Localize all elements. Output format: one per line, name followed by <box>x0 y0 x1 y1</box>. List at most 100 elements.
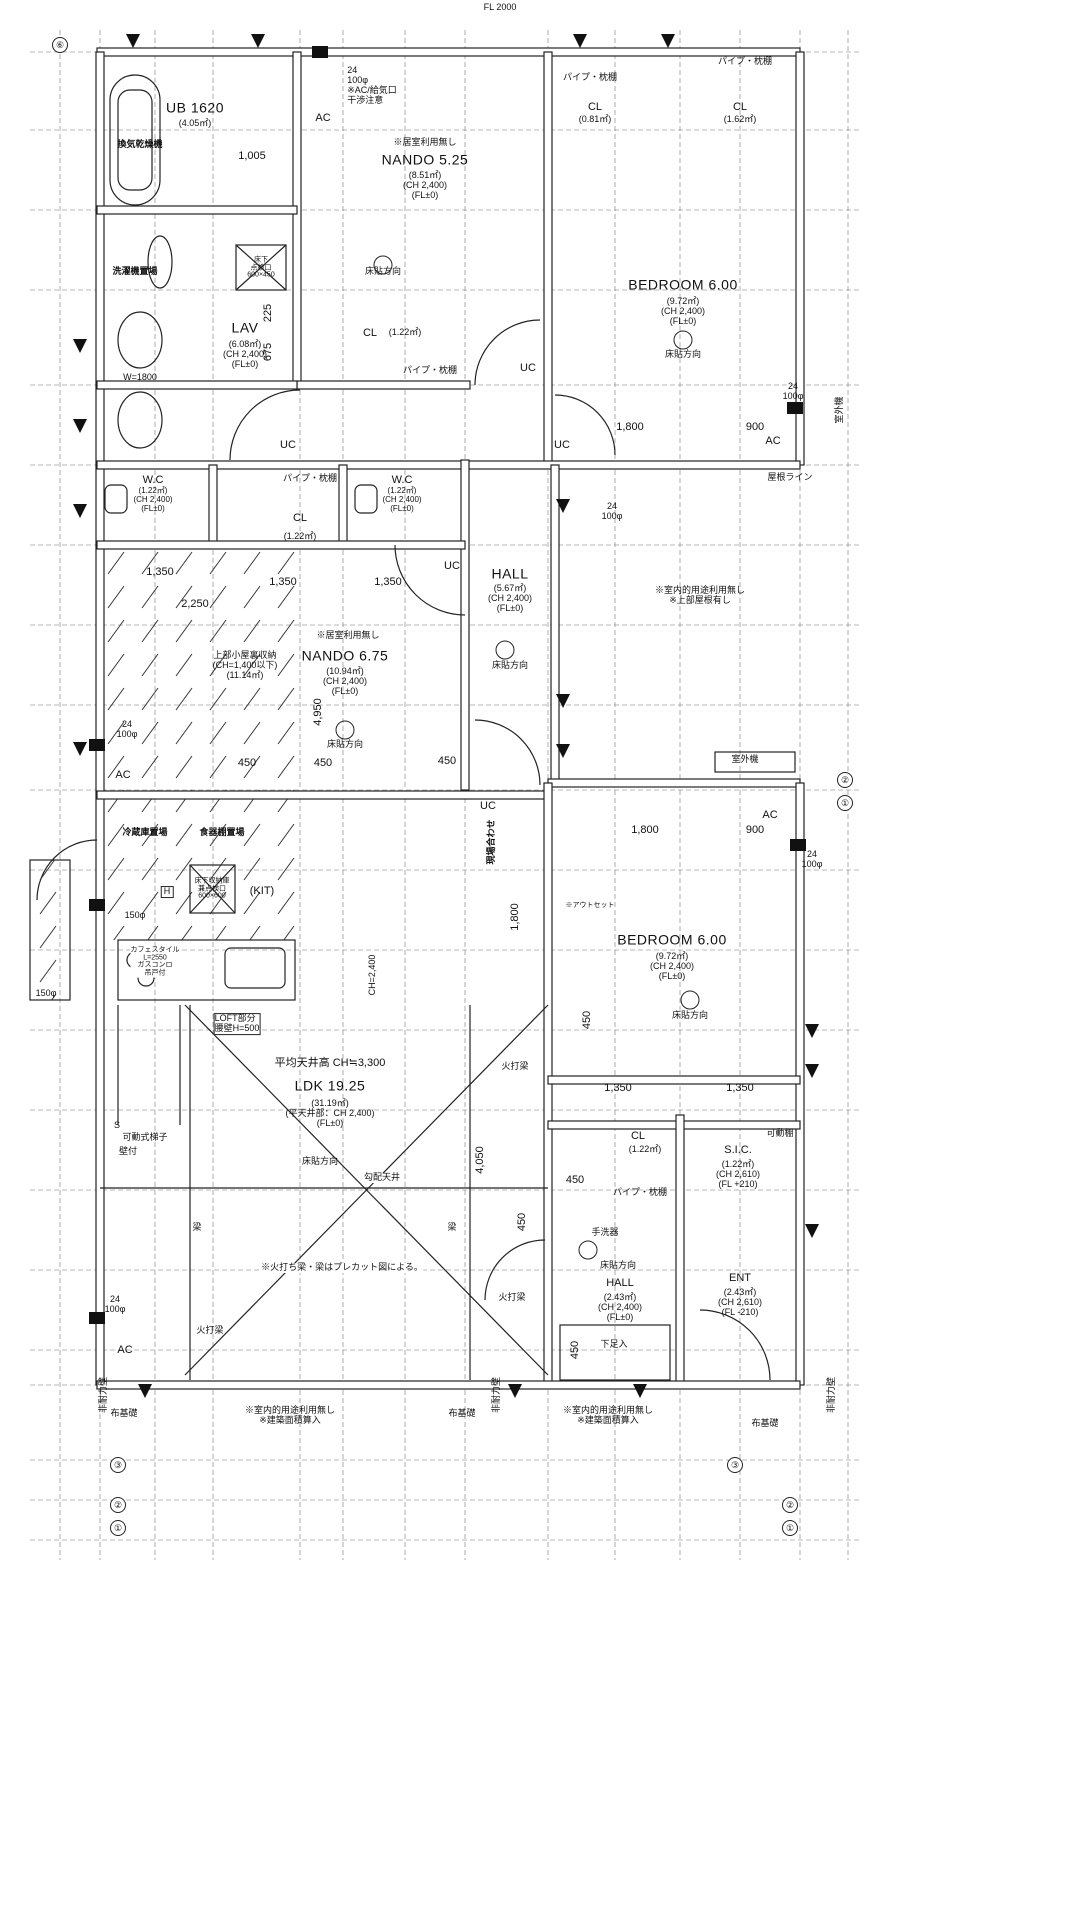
door-arc <box>484 1239 546 1301</box>
outset-note: ※アウトセット <box>565 902 615 910</box>
toilet <box>354 484 378 514</box>
wall-mounted-label: 壁付 <box>118 1146 138 1157</box>
room-lav-name: LAV <box>231 319 259 336</box>
vent-marker <box>787 402 803 414</box>
door-arc <box>229 389 301 461</box>
sink <box>224 947 286 989</box>
ac-note-top: 24 100φ ※AC/給気口 干渉注意 <box>347 65 397 105</box>
cl-hall-name: CL <box>630 1129 646 1142</box>
toilet <box>104 484 128 514</box>
room-nando1-name: NANDO 5.25 <box>381 151 469 168</box>
outdoor-note-2: ※室内的用途利用無し ※建築面積算入 <box>244 1405 336 1425</box>
wall <box>96 540 466 550</box>
kitchen-hatch-area <box>100 795 305 940</box>
door-arc <box>474 319 541 386</box>
ladder-label: 可動式梯子 <box>122 1132 168 1143</box>
grid-marker-2: ② <box>110 1497 126 1513</box>
window-marker <box>126 34 140 48</box>
room-wc2-detail: (1.22㎡) (CH 2,400) (FL±0) <box>382 485 422 513</box>
wall <box>547 778 801 788</box>
uc-label: UC <box>444 559 460 572</box>
vent-150-label: 150φ <box>35 988 57 999</box>
dim-1800: 1,800 <box>508 903 521 931</box>
floor-direction-symbol <box>673 330 693 350</box>
grid-marker-1: ① <box>782 1520 798 1536</box>
floor-direction-symbol <box>335 720 355 740</box>
dim-900: 900 <box>745 823 765 836</box>
dim-900: 900 <box>745 420 765 433</box>
wall <box>543 51 553 466</box>
room-nando2-name: NANDO 6.75 <box>301 647 389 664</box>
fire-beam-label: 火打梁 <box>501 1061 529 1072</box>
dim-1800: 1,800 <box>616 420 644 433</box>
vent-marker <box>89 739 105 751</box>
ldk-ceiling-height: 平均天井高 CH≒3,300 <box>274 1056 386 1069</box>
window-marker <box>805 1024 819 1038</box>
room-bedroom2-name: BEDROOM 6.00 <box>617 931 727 948</box>
vent-marker <box>89 899 105 911</box>
cl-162-name: CL <box>732 100 748 113</box>
grid-marker-1: ① <box>837 795 853 811</box>
window-marker <box>556 744 570 758</box>
beam-label: 梁 <box>447 1222 457 1233</box>
wall <box>96 460 801 470</box>
pipe-shelf-label: パイプ・枕棚 <box>717 56 773 67</box>
wall <box>96 205 298 215</box>
uc-label: UC <box>554 438 570 451</box>
movable-shelf-label: 可動棚 <box>766 1128 794 1139</box>
roof-line-label: 屋根ライン <box>767 472 813 483</box>
dim-450: 450 <box>515 1212 528 1232</box>
room-ldk-name: LDK 19.25 <box>294 1077 366 1094</box>
dim-ch-2400: CH=2,400 <box>367 954 378 996</box>
ac-label: AC <box>115 768 131 781</box>
fire-beam-label: 火打梁 <box>196 1325 224 1336</box>
wall <box>296 380 471 390</box>
foundation-label: 布基礎 <box>751 1418 779 1429</box>
dim-1350: 1,350 <box>269 575 297 588</box>
wall <box>338 464 348 546</box>
dim-1350: 1,350 <box>726 1081 754 1094</box>
vent-marker <box>312 46 328 58</box>
vent-marker <box>89 1312 105 1324</box>
outdoor-unit <box>714 751 796 773</box>
floor-direction: 床貼方向 <box>664 349 702 360</box>
dim-675: 675 <box>261 342 274 362</box>
cl-nando-name: CL <box>362 326 378 339</box>
foundation-label: 布基礎 <box>448 1408 476 1419</box>
outdoor-unit-label: 室外機 <box>834 396 845 424</box>
window-marker <box>805 1064 819 1078</box>
wash-basin <box>117 311 163 369</box>
non-bearing-wall-label: 非耐力壁 <box>826 1376 837 1414</box>
room-wc1-detail: (1.22㎡) (CH 2,400) (FL±0) <box>133 485 173 513</box>
room-hall1-name: HALL <box>491 565 529 582</box>
dryer-label: 換気乾燥機 <box>117 139 163 150</box>
dim-1350: 1,350 <box>146 565 174 578</box>
outdoor-unit-label: 室外機 <box>731 754 759 765</box>
foundation-label: 布基礎 <box>110 1408 138 1419</box>
ac-label: AC <box>315 111 331 124</box>
bathtub-inner <box>117 89 153 191</box>
cl-162-detail: (1.62㎡) <box>723 114 757 125</box>
dim-1350: 1,350 <box>374 575 402 588</box>
floor-storage-hatch <box>189 864 236 914</box>
cl-wc-name: CL <box>292 511 308 524</box>
beam-label: 梁 <box>192 1222 202 1233</box>
cl-081-detail: (0.81㎡) <box>578 114 612 125</box>
dim-2250: 2,250 <box>181 597 209 610</box>
window-marker <box>138 1384 152 1398</box>
window-marker <box>251 34 265 48</box>
uc-label: UC <box>520 361 536 374</box>
wall <box>547 1075 801 1085</box>
outdoor-note-1: ※室内的用途利用無し ※上部屋根有し <box>654 585 746 605</box>
room-ub-area: (4.05㎡) <box>178 118 212 129</box>
outdoor-note-3: ※室内的用途利用無し ※建築面積算入 <box>562 1405 654 1425</box>
window-marker <box>73 504 87 518</box>
kitchen-counter <box>117 939 296 1001</box>
floor-hatch-label: 床下 点検口 600×450 <box>247 256 275 279</box>
nando1-note: ※居室利用無し <box>393 137 457 148</box>
loft-part-label: LOFT部分 腰壁H=500 <box>213 1013 261 1035</box>
floor-direction: 床貼方向 <box>599 1260 637 1271</box>
room-hall1-detail: (5.67㎡) (CH 2,400) (FL±0) <box>487 583 533 613</box>
